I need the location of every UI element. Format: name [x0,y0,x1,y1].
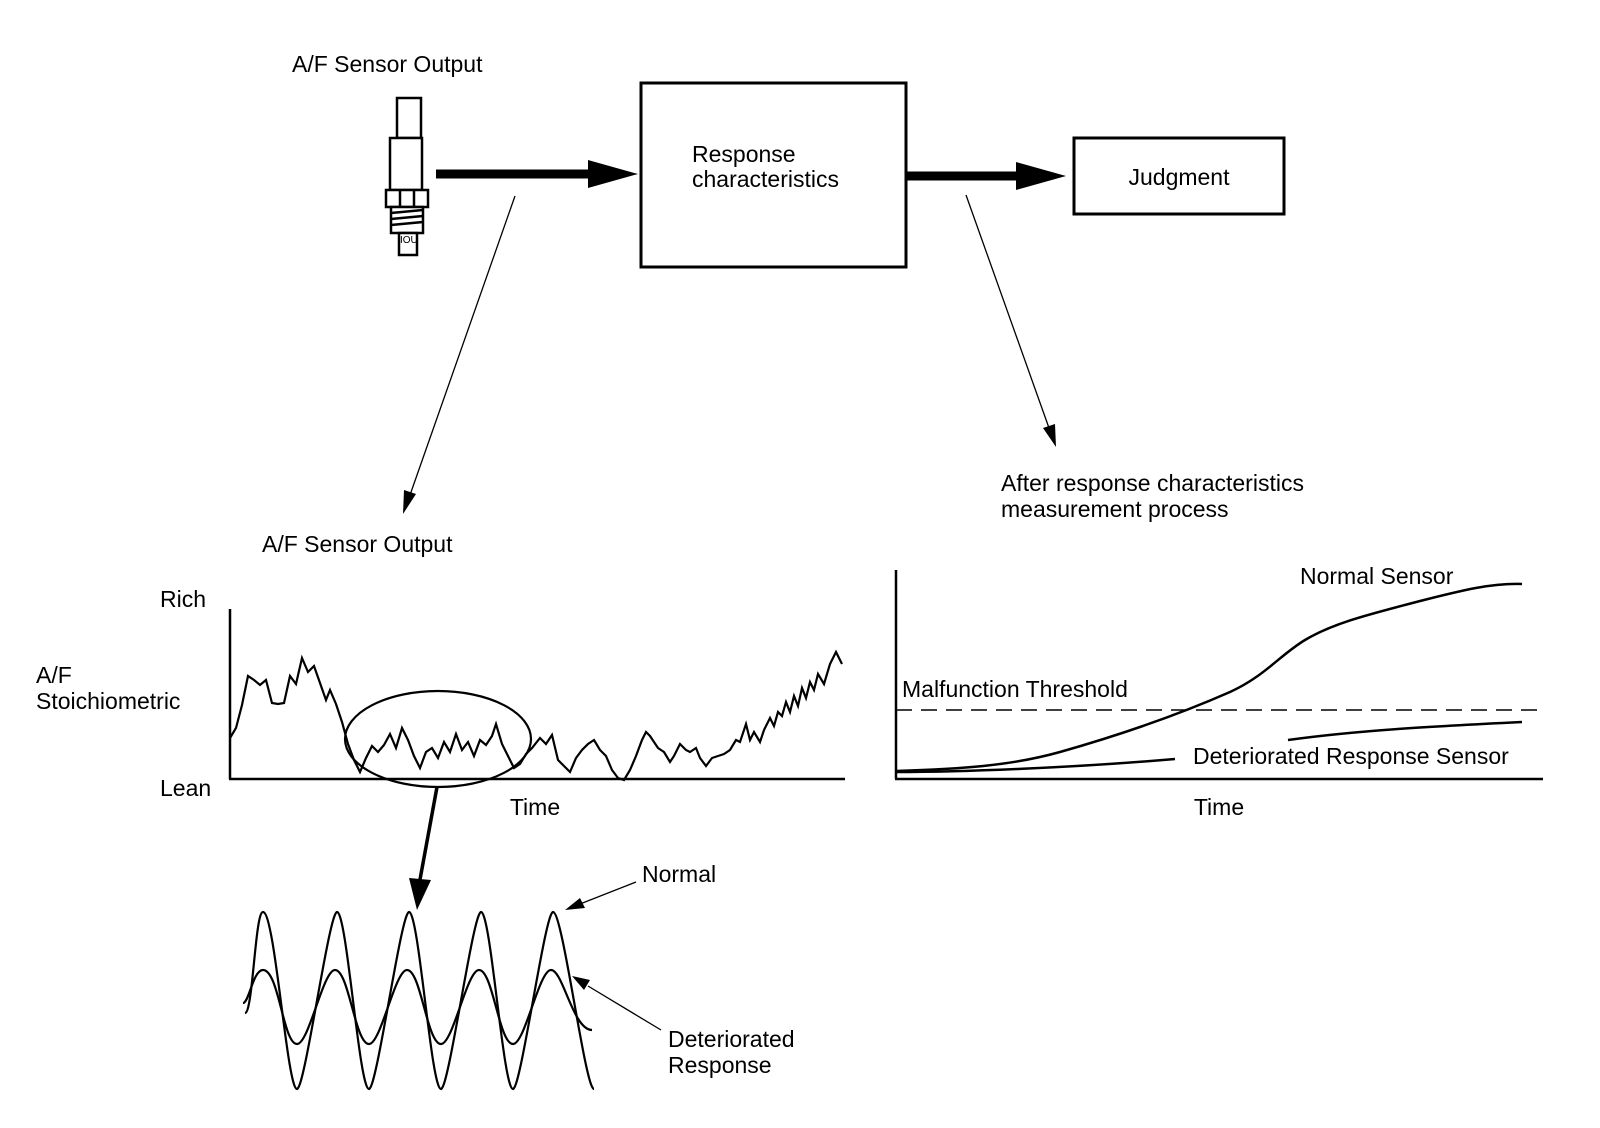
y-axis-af: A/F [36,662,72,688]
response-label-line1: Response [692,141,796,167]
highlight-ellipse [343,689,533,789]
af-sensor-output-trace [229,649,843,782]
af-sensor-icon [384,96,430,257]
pointer-to-right-graph [965,194,1056,447]
deteriorated-sensor-label: Deteriorated Response Sensor [1193,743,1509,769]
deteriorated-sensor-curve-lower [895,757,1176,774]
left-graph-title: A/F Sensor Output [262,531,453,557]
detail-waveforms [242,910,596,1091]
sensor-marking: IOU [400,235,418,246]
deteriorated-label-line2: Response [668,1052,772,1078]
normal-waveform [243,910,596,1091]
left-graph-axes [228,609,845,781]
left-x-axis-time: Time [510,794,560,820]
judgment-box [1072,136,1286,216]
after-measurement-note-line2: measurement process [1001,496,1229,522]
normal-sensor-label: Normal Sensor [1300,563,1454,589]
after-measurement-note-line1: After response characteristics [1001,470,1304,496]
arrow-sensor-to-response [436,160,638,188]
response-label-line2: characteristics [692,166,839,192]
deteriorated-label-line1: Deteriorated [668,1026,795,1052]
judgment-label: Judgment [1128,164,1230,190]
sensor-label: A/F Sensor Output [292,51,483,77]
y-axis-stoichiometric: Stoichiometric [36,688,180,714]
arrow-response-to-judgment [906,162,1066,190]
deteriorated-sensor-curve-upper [1287,720,1523,742]
y-axis-rich: Rich [160,586,206,612]
y-axis-lean: Lean [160,775,211,801]
right-graph-axes [894,570,1543,781]
normal-label: Normal [642,861,716,887]
deteriorated-pointer [572,976,662,1031]
normal-sensor-curve [895,582,1523,773]
zoom-arrow [409,786,439,910]
deteriorated-waveform [242,968,593,1046]
malfunction-threshold-label: Malfunction Threshold [902,676,1128,702]
pointer-to-left-graph [403,195,516,514]
response-characteristics-box [639,81,908,269]
normal-pointer [565,881,637,910]
right-x-axis-time: Time [1194,794,1244,820]
